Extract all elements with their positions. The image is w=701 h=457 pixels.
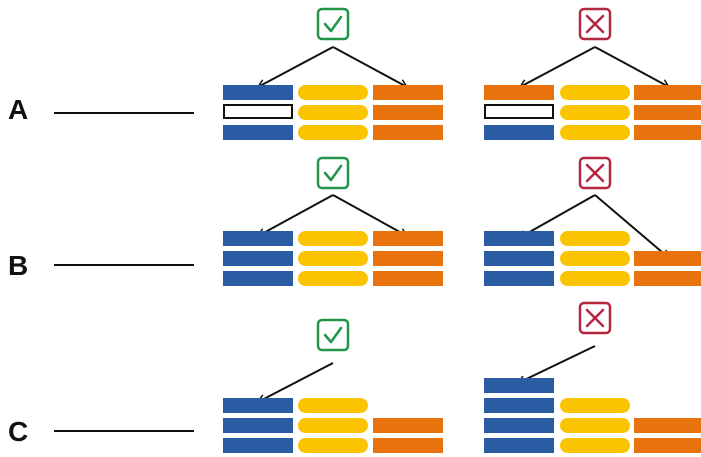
orange-block — [373, 251, 443, 266]
yellow-block — [298, 438, 368, 453]
row-a-correct — [223, 7, 443, 140]
arrow — [594, 46, 671, 88]
row-c-correct — [223, 318, 443, 453]
blue-block — [223, 125, 293, 140]
row-label-a: A — [8, 94, 29, 125]
arrow — [256, 362, 334, 403]
yellow-block — [298, 251, 368, 266]
blue-block — [484, 398, 554, 413]
orange-block — [373, 418, 443, 433]
orange-block — [634, 271, 701, 286]
row-b-correct — [223, 156, 443, 286]
orange-block — [634, 85, 701, 100]
blue-block — [223, 251, 293, 266]
orange-block — [634, 105, 701, 120]
orange-block — [484, 85, 554, 100]
yellow-block — [298, 85, 368, 100]
row-label-b: B — [8, 250, 29, 281]
yellow-block — [560, 438, 630, 453]
check-icon — [316, 156, 350, 190]
blue-block — [223, 271, 293, 286]
yellow-block — [560, 418, 630, 433]
blue-block — [223, 438, 293, 453]
empty-slot — [484, 104, 554, 119]
row-c-incorrect — [484, 301, 701, 453]
arrow — [594, 194, 671, 260]
yellow-block — [560, 231, 630, 246]
yellow-block — [298, 418, 368, 433]
orange-block — [373, 231, 443, 246]
blue-block — [484, 125, 554, 140]
orange-block — [373, 438, 443, 453]
orange-block — [373, 125, 443, 140]
arrow — [516, 345, 596, 385]
cross-icon — [578, 156, 612, 190]
arrow — [518, 46, 596, 88]
row-a-incorrect — [484, 7, 701, 140]
cross-icon — [578, 301, 612, 335]
yellow-block — [560, 85, 630, 100]
arrow — [517, 194, 596, 239]
orange-block — [373, 271, 443, 286]
row-line-a — [54, 112, 194, 114]
orange-block — [634, 125, 701, 140]
check-icon — [316, 318, 350, 352]
orange-block — [634, 251, 701, 266]
yellow-block — [560, 398, 630, 413]
cross-icon — [578, 7, 612, 41]
yellow-block — [298, 271, 368, 286]
empty-slot — [223, 104, 293, 119]
blue-block — [484, 251, 554, 266]
orange-block — [634, 438, 701, 453]
yellow-block — [560, 251, 630, 266]
blue-block — [223, 418, 293, 433]
orange-block — [373, 85, 443, 100]
row-line-b — [54, 264, 194, 266]
yellow-block — [298, 125, 368, 140]
blue-block — [484, 378, 554, 393]
orange-block — [373, 105, 443, 120]
orange-block — [634, 418, 701, 433]
arrow — [332, 194, 409, 237]
blue-block — [484, 418, 554, 433]
blue-block — [484, 271, 554, 286]
row-b-incorrect — [484, 156, 701, 286]
yellow-block — [298, 398, 368, 413]
yellow-block — [560, 125, 630, 140]
blue-block — [484, 231, 554, 246]
blue-block — [223, 231, 293, 246]
blue-block — [484, 438, 554, 453]
arrow — [332, 46, 409, 88]
arrow — [256, 46, 334, 88]
row-label-c: C — [8, 416, 29, 447]
row-line-c — [54, 430, 194, 432]
blue-block — [223, 398, 293, 413]
arrow — [256, 194, 334, 237]
yellow-block — [298, 231, 368, 246]
yellow-block — [560, 271, 630, 286]
check-icon — [316, 7, 350, 41]
yellow-block — [560, 105, 630, 120]
blue-block — [223, 85, 293, 100]
yellow-block — [298, 105, 368, 120]
